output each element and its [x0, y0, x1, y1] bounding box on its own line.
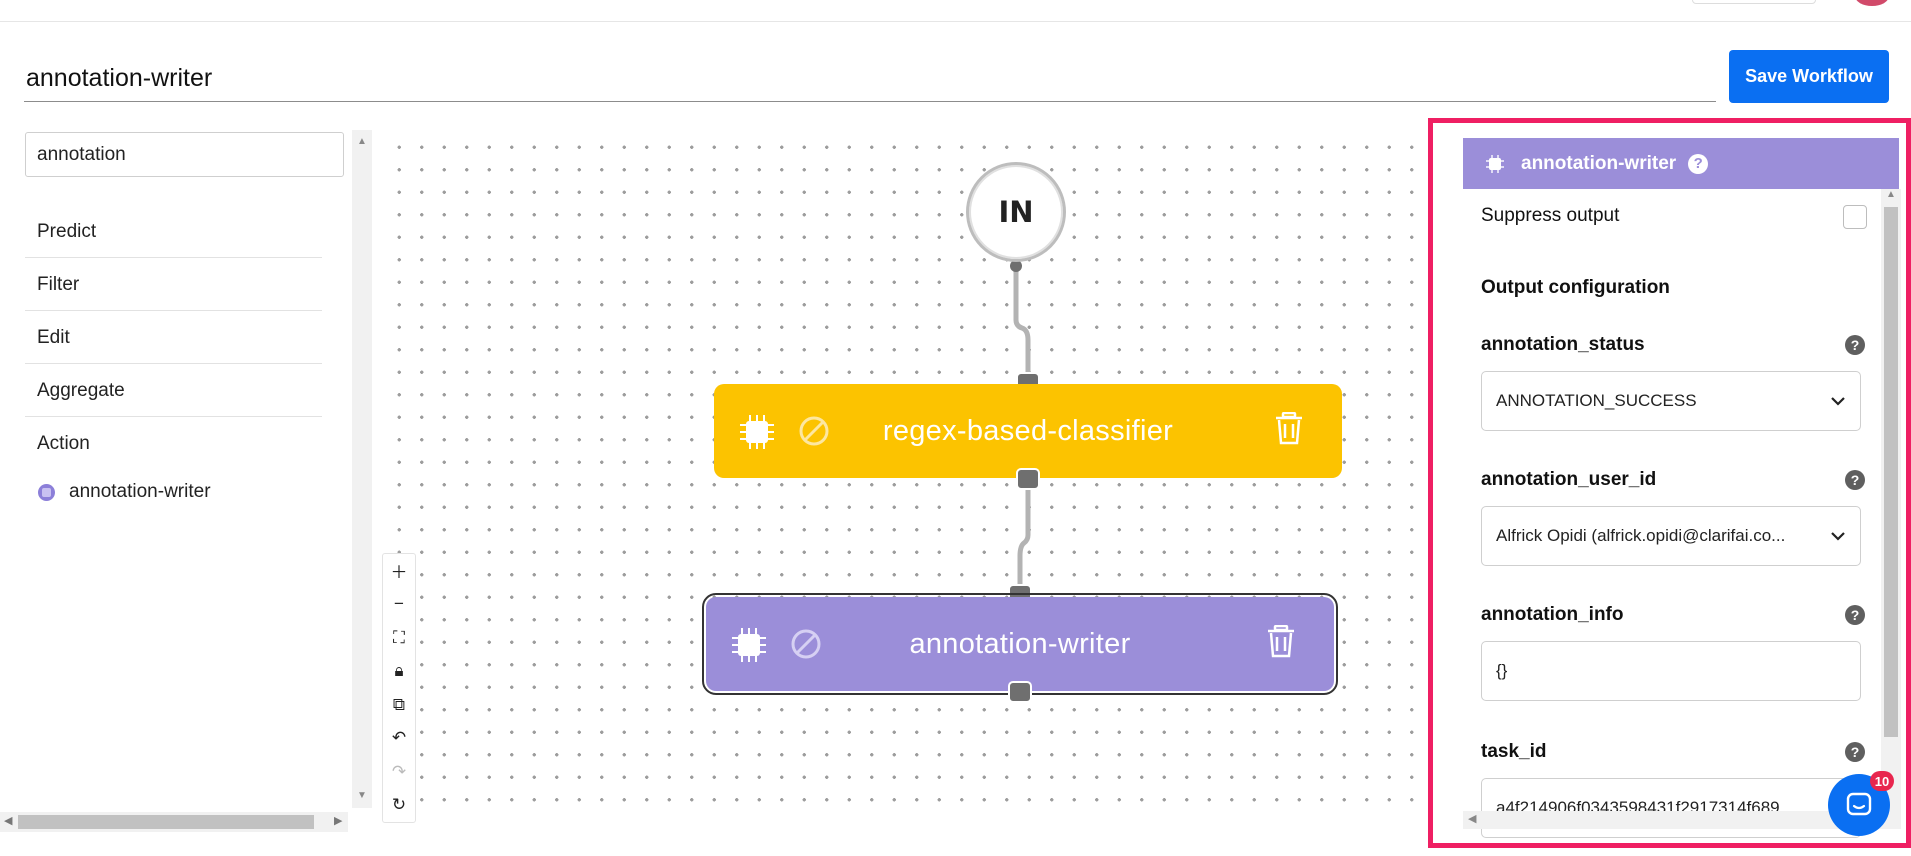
scroll-up-arrow-icon[interactable]: ▲	[357, 136, 367, 147]
chip-icon	[732, 628, 766, 662]
annotation-status-label: annotation_status	[1481, 334, 1645, 355]
help-icon[interactable]: ?	[1845, 335, 1865, 355]
sidebar-vertical-scrollbar[interactable]: ▲ ▼	[352, 130, 372, 808]
annotation-user-id-select[interactable]: Alfrick Opidi (alfrick.opidi@clarifai.co…	[1481, 506, 1861, 566]
node-regex-based-classifier[interactable]: regex-based-classifier	[714, 384, 1342, 478]
annotation-info-label: annotation_info	[1481, 604, 1624, 625]
suppress-output-label: Suppress output	[1481, 205, 1620, 226]
task-id-input[interactable]: a4f214906f0343598431f2917314f689	[1481, 778, 1861, 838]
lock-icon[interactable]: 🔒︎	[394, 661, 404, 681]
operator-sidebar: Predict Filter Edit Aggregate Action ann…	[0, 130, 372, 835]
zoom-out-icon[interactable]: −	[394, 594, 404, 614]
section-title: Output configuration	[1481, 277, 1670, 298]
panel-vertical-scrollbar[interactable]: ▲	[1881, 189, 1901, 829]
input-node[interactable]: IN	[966, 162, 1066, 262]
chat-launcher-button[interactable]: 10	[1828, 771, 1894, 836]
avatar[interactable]	[1855, 0, 1889, 6]
zoom-in-icon[interactable]: ＋	[390, 563, 408, 583]
chevron-down-icon	[1831, 532, 1845, 541]
category-edit[interactable]: Edit	[25, 311, 322, 364]
redo-icon[interactable]: ↷	[391, 761, 407, 781]
input-value: {}	[1496, 661, 1508, 680]
category-action[interactable]: Action	[37, 433, 90, 454]
save-workflow-button[interactable]: Save Workflow	[1729, 50, 1889, 103]
help-icon[interactable]: ?	[1845, 742, 1865, 762]
category-aggregate[interactable]: Aggregate	[25, 364, 322, 417]
undo-icon[interactable]: ↶	[391, 728, 407, 748]
edge-classifier-to-writer	[1017, 477, 1031, 589]
panel-header: annotation-writer ?	[1463, 138, 1899, 189]
operator-config-panel: annotation-writer ? Suppress output Outp…	[1428, 118, 1911, 848]
category-filter[interactable]: Filter	[25, 258, 322, 311]
task-id-label: task_id	[1481, 741, 1547, 762]
annotation-info-input[interactable]: {}	[1481, 641, 1861, 701]
disable-icon[interactable]	[798, 415, 830, 447]
edges-layer	[1010, 260, 1031, 589]
operator-chip-icon	[38, 483, 55, 501]
select-value: Alfrick Opidi (alfrick.opidi@clarifai.co…	[1496, 526, 1786, 545]
node-title: regex-based-classifier	[882, 414, 1174, 447]
chip-icon	[1486, 154, 1504, 173]
classifier-output-port[interactable]	[1016, 468, 1040, 490]
help-icon[interactable]: ?	[1845, 605, 1865, 625]
category-list: Predict Filter Edit Aggregate Action	[25, 205, 322, 470]
annotation-status-select[interactable]: ANNOTATION_SUCCESS	[1481, 371, 1861, 431]
disable-icon[interactable]	[790, 628, 822, 660]
trash-icon[interactable]	[1266, 625, 1296, 659]
annotation-user-id-label: annotation_user_id	[1481, 469, 1657, 490]
scrollbar-thumb[interactable]	[18, 815, 314, 829]
help-icon[interactable]: ?	[1845, 470, 1865, 490]
notification-badge: 10	[1870, 771, 1894, 791]
writer-output-port[interactable]	[1008, 681, 1032, 703]
workflow-canvas[interactable]: IN regex-based-classifier	[382, 130, 1428, 823]
sidebar-horizontal-scrollbar[interactable]: ◀ ▶	[0, 812, 348, 832]
fit-view-icon[interactable]: ⛶	[393, 627, 405, 647]
operator-item-label: annotation-writer	[69, 481, 211, 502]
edge-in-to-classifier	[1013, 263, 1031, 377]
canvas-toolbar: ＋ − ⛶ 🔒︎ ⧉ ↶ ↷ ↻	[382, 553, 416, 823]
operator-search-input[interactable]	[25, 132, 344, 177]
suppress-output-checkbox[interactable]	[1843, 205, 1867, 229]
scroll-right-arrow-icon[interactable]: ▶	[334, 815, 343, 827]
auto-layout-icon[interactable]: ⧉	[392, 694, 406, 714]
category-predict[interactable]: Predict	[25, 205, 322, 258]
select-value: ANNOTATION_SUCCESS	[1496, 391, 1697, 410]
scroll-down-arrow-icon[interactable]: ▼	[357, 790, 367, 801]
operator-item-annotation-writer[interactable]: annotation-writer	[38, 478, 211, 506]
help-icon[interactable]: ?	[1688, 153, 1709, 174]
scroll-left-arrow-icon[interactable]: ◀	[4, 815, 13, 827]
chat-icon	[1846, 792, 1872, 816]
scroll-up-arrow-icon[interactable]: ▲	[1886, 189, 1896, 200]
panel-title: annotation-writer	[1521, 152, 1677, 174]
scroll-left-arrow-icon[interactable]: ◀	[1468, 813, 1477, 825]
chip-icon	[740, 415, 774, 449]
node-title: annotation-writer	[909, 627, 1131, 660]
trash-icon[interactable]	[1274, 412, 1304, 446]
top-bar-button[interactable]	[1692, 0, 1816, 4]
node-annotation-writer[interactable]: annotation-writer	[702, 593, 1338, 695]
panel-horizontal-scrollbar[interactable]: ◀	[1463, 811, 1881, 829]
chevron-down-icon	[1831, 397, 1845, 406]
top-bar	[0, 0, 1911, 22]
scrollbar-thumb[interactable]	[1884, 207, 1898, 737]
input-port[interactable]	[1010, 260, 1022, 272]
reset-icon[interactable]: ↻	[391, 795, 407, 815]
workflow-name-input[interactable]	[24, 56, 1716, 102]
